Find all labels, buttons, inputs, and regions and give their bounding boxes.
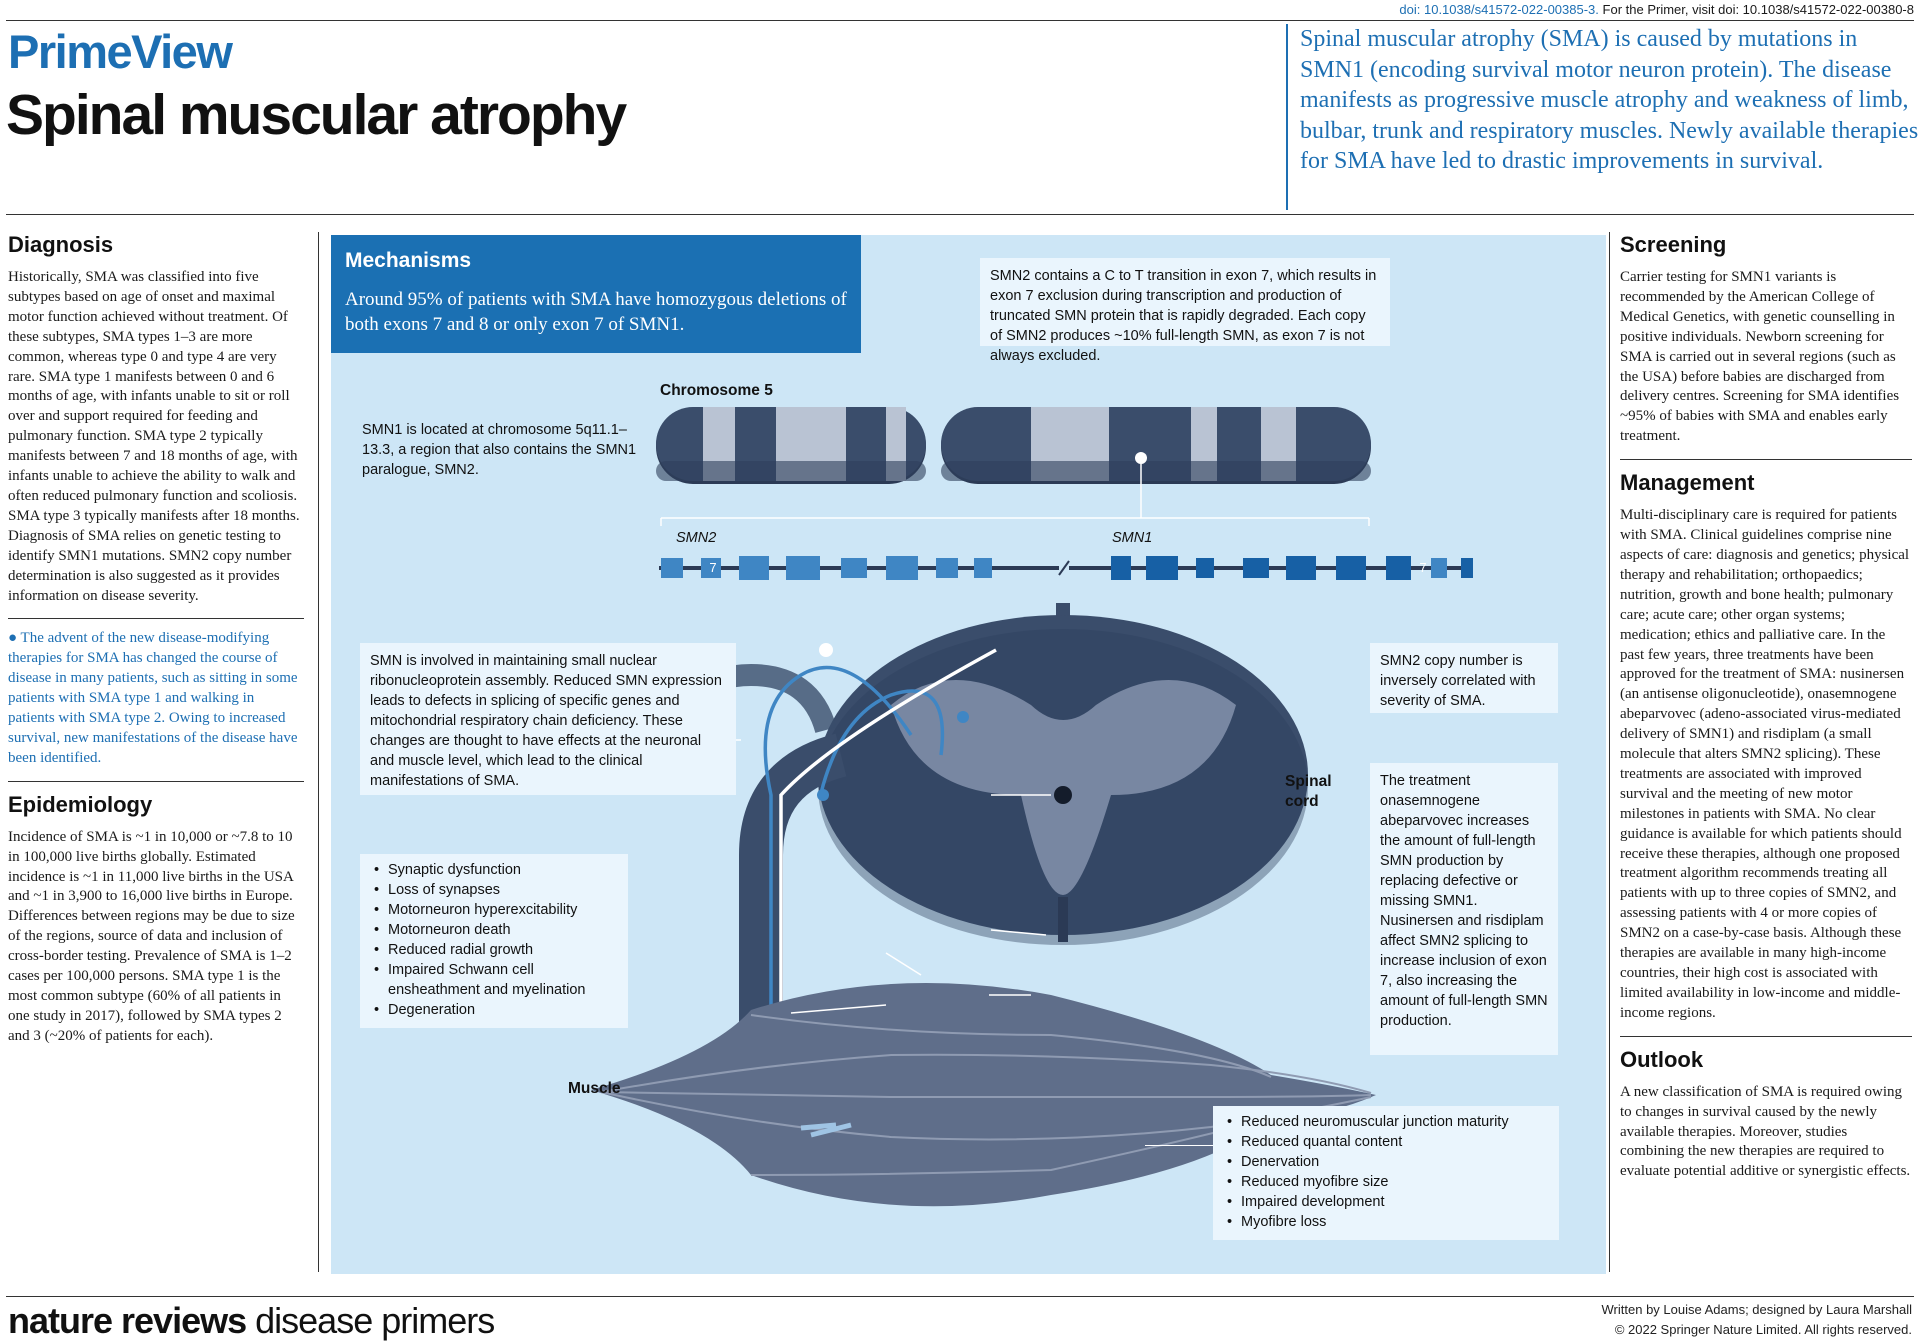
screening-text: Carrier testing for SMN1 variants is rec… bbox=[1620, 269, 1900, 445]
mechanisms-heading: Mechanisms bbox=[345, 249, 472, 272]
column-divider bbox=[1609, 232, 1610, 1272]
summary-text: Spinal muscular atrophy (SMA) is caused … bbox=[1286, 24, 1920, 210]
top-rule bbox=[6, 20, 1914, 21]
footer-rule bbox=[6, 1296, 1914, 1297]
treatment-note: The treatment onasemnogene abeparvovec i… bbox=[1370, 763, 1558, 1055]
spinal-cord bbox=[818, 615, 1308, 945]
neuron-body bbox=[957, 711, 969, 723]
copy-number-note: SMN2 copy number is inversely correlated… bbox=[1370, 643, 1558, 713]
author-credit: Written by Louise Adams; designed by Lau… bbox=[1601, 1302, 1912, 1317]
screening-heading: Screening bbox=[1620, 232, 1727, 257]
logo-bold: nature reviews bbox=[8, 1300, 247, 1341]
chromosome-label: Chromosome 5 bbox=[660, 382, 773, 399]
diagnosis-callout: ● The advent of the new disease-modifyin… bbox=[8, 630, 298, 766]
gene-track bbox=[659, 556, 1473, 580]
list-item: Loss of synapses bbox=[374, 880, 618, 900]
mechanisms-illustration bbox=[579, 407, 1473, 1207]
list-item: Impaired development bbox=[1227, 1192, 1549, 1212]
outlook-text: A new classification of SMA is required … bbox=[1620, 1083, 1911, 1180]
smn1-location-note: SMN1 is located at chromosome 5q11.1–13.… bbox=[362, 422, 637, 478]
muscle-effects: Reduced neuromuscular junction maturity … bbox=[1223, 1112, 1549, 1232]
leader-line bbox=[790, 1004, 887, 1014]
divider bbox=[8, 618, 304, 620]
journal-logo: nature reviews disease primers bbox=[8, 1300, 495, 1342]
diagnosis-heading: Diagnosis bbox=[8, 232, 114, 257]
right-column: Screening Carrier testing for SMN1 varia… bbox=[1620, 232, 1912, 1182]
copyright: © 2022 Springer Nature Limited. All righ… bbox=[1614, 1322, 1912, 1337]
list-item: Reduced myofibre size bbox=[1227, 1172, 1549, 1192]
column-divider bbox=[318, 232, 319, 1272]
smn-function-note: SMN is involved in maintaining small nuc… bbox=[360, 643, 736, 795]
interneuron bbox=[819, 689, 945, 794]
list-item: Reduced radial growth bbox=[374, 940, 618, 960]
credits: Written by Louise Adams; designed by Lau… bbox=[1602, 1300, 1912, 1340]
list-item: Impaired Schwann cell ensheathment and m… bbox=[374, 960, 618, 1000]
muscle bbox=[591, 983, 1376, 1207]
leader-line bbox=[885, 952, 922, 976]
brand-title: PrimeView bbox=[8, 25, 233, 78]
smn2-gene-label: SMN2 bbox=[676, 530, 717, 546]
muscle-effects-list: Reduced neuromuscular junction maturity … bbox=[1213, 1106, 1559, 1240]
epidemiology-heading: Epidemiology bbox=[8, 791, 153, 817]
divider bbox=[1620, 1035, 1912, 1037]
smn1-gene-label: SMN1 bbox=[1112, 530, 1153, 546]
doi-line: doi: 10.1038/s41572-022-00385-3. For the… bbox=[1399, 2, 1914, 17]
mechanisms-header: Mechanisms Around 95% of patients with S… bbox=[331, 235, 861, 353]
logo-rest: disease primers bbox=[246, 1300, 495, 1341]
leader-line bbox=[1145, 1145, 1213, 1146]
list-item: Motorneuron hyperexcitability bbox=[374, 900, 618, 920]
divider bbox=[8, 780, 304, 782]
neuron-effects: Synaptic dysfunction Loss of synapses Mo… bbox=[370, 860, 618, 1020]
doi-see-primer[interactable]: For the Primer, visit doi: 10.1038/s4157… bbox=[1602, 2, 1914, 17]
management-heading: Management bbox=[1620, 470, 1755, 496]
leader-line bbox=[990, 929, 1047, 936]
list-item: Motorneuron death bbox=[374, 920, 618, 940]
left-column: Diagnosis Historically, SMA was classifi… bbox=[8, 232, 304, 1047]
management-text: Multi-disciplinary care is required for … bbox=[1620, 507, 1910, 1021]
list-item: Synaptic dysfunction bbox=[374, 860, 618, 880]
list-item: Myofibre loss bbox=[1227, 1212, 1549, 1232]
exon-7-label: 7 bbox=[1419, 560, 1427, 575]
divider bbox=[1620, 459, 1912, 461]
chromosome-5 bbox=[656, 407, 1371, 526]
muscle-label: Muscle bbox=[568, 1080, 621, 1097]
mechanisms-lead: Around 95% of patients with SMA have hom… bbox=[345, 289, 847, 335]
header-rule bbox=[6, 214, 1914, 215]
outlook-heading: Outlook bbox=[1620, 1046, 1704, 1072]
ganglion bbox=[817, 789, 829, 801]
list-item: Reduced neuromuscular junction maturity bbox=[1227, 1112, 1549, 1132]
motor-neuron-body bbox=[819, 643, 833, 657]
neuron-effects-list: Synaptic dysfunction Loss of synapses Mo… bbox=[360, 854, 628, 1028]
list-item: Denervation bbox=[1227, 1152, 1549, 1172]
epidemiology-text: Incidence of SMA is ~1 in 10,000 or ~7.8… bbox=[8, 828, 295, 1044]
list-item: Reduced quantal content bbox=[1227, 1132, 1549, 1152]
diagnosis-text: Historically, SMA was classified into fi… bbox=[8, 269, 300, 604]
doi-primer[interactable]: doi: 10.1038/s41572-022-00385-3. bbox=[1399, 2, 1599, 17]
list-item: Degeneration bbox=[374, 1000, 618, 1020]
exon-7-label: 7 bbox=[709, 560, 717, 575]
page-title: Spinal muscular atrophy bbox=[6, 83, 627, 147]
spinal-cord-label: Spinal cord bbox=[1285, 773, 1332, 810]
smn2-note: SMN2 contains a C to T transition in exo… bbox=[980, 258, 1390, 364]
